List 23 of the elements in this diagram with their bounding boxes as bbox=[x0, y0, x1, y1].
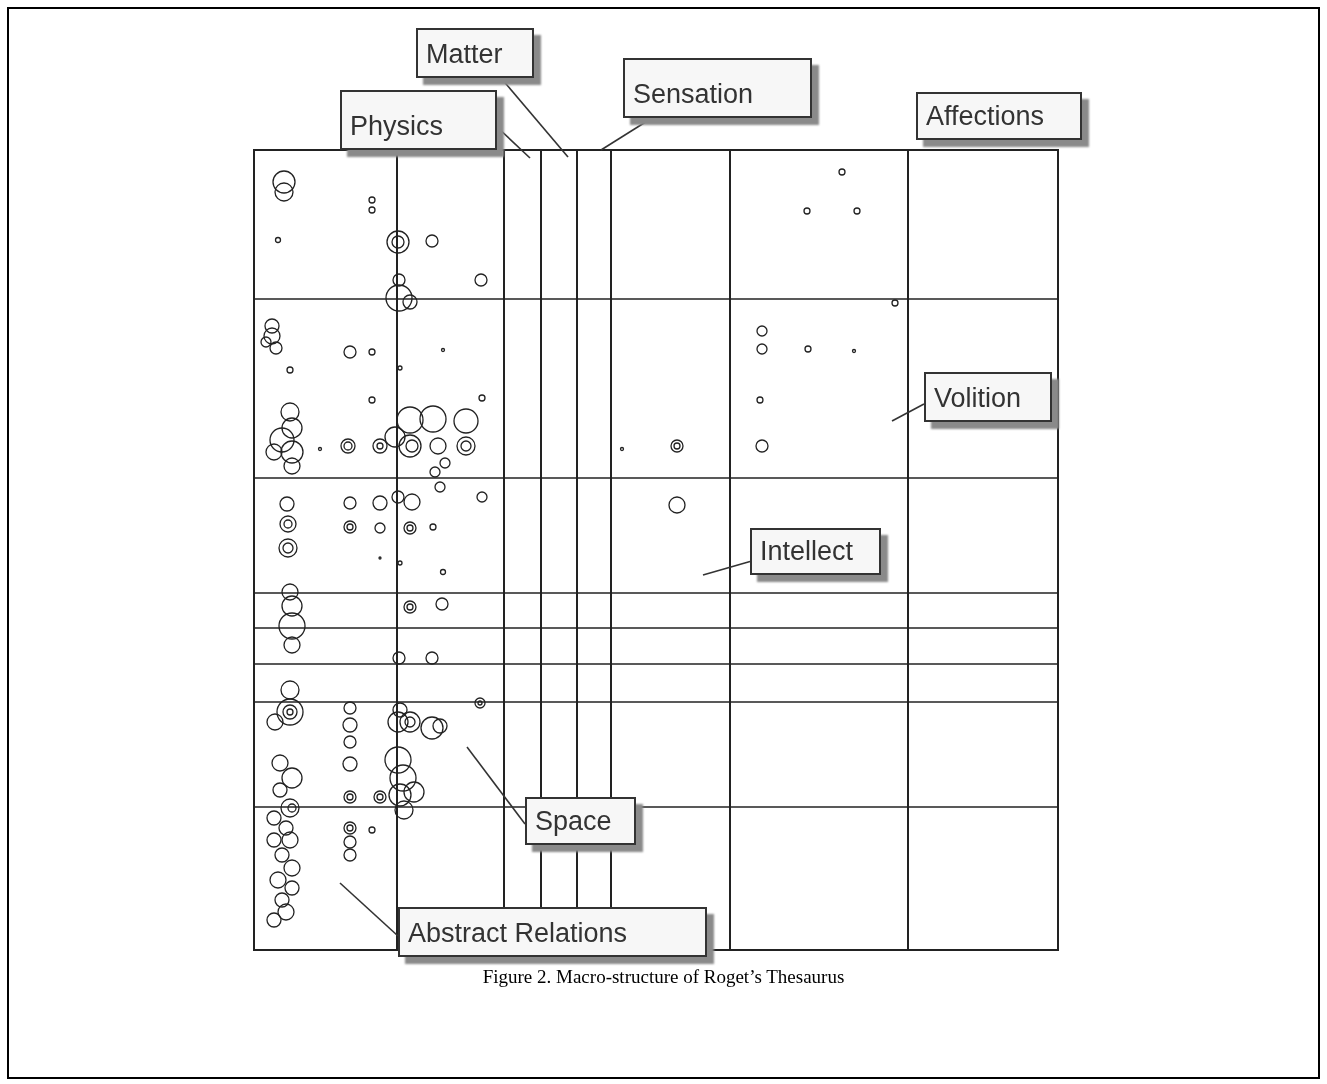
callout-label: Intellect bbox=[760, 536, 854, 567]
callout-label: Affections bbox=[926, 101, 1045, 132]
callout-box bbox=[916, 92, 1082, 140]
callout-box bbox=[924, 372, 1052, 422]
callout-box bbox=[525, 797, 636, 845]
callout-label: Matter bbox=[426, 39, 503, 70]
callout-label: Space bbox=[535, 806, 612, 837]
leader-line bbox=[496, 126, 531, 159]
callout-box bbox=[340, 90, 497, 150]
leader-line bbox=[466, 746, 526, 825]
leader-line bbox=[891, 403, 925, 422]
callout-label: Physics bbox=[350, 111, 444, 142]
callout-box bbox=[416, 28, 534, 78]
leader-line bbox=[702, 560, 751, 576]
callout-label: Sensation bbox=[633, 79, 754, 110]
leader-line bbox=[600, 117, 653, 151]
callout-box bbox=[750, 528, 881, 575]
figure-caption: Figure 2. Macro-structure of Roget’s Thesaurus bbox=[482, 966, 845, 987]
callout-label: Abstract Relations bbox=[408, 918, 628, 949]
callout-box bbox=[623, 58, 812, 118]
callout-box bbox=[398, 907, 707, 957]
leader-line bbox=[339, 882, 399, 937]
callout-label: Volition bbox=[934, 383, 1022, 414]
